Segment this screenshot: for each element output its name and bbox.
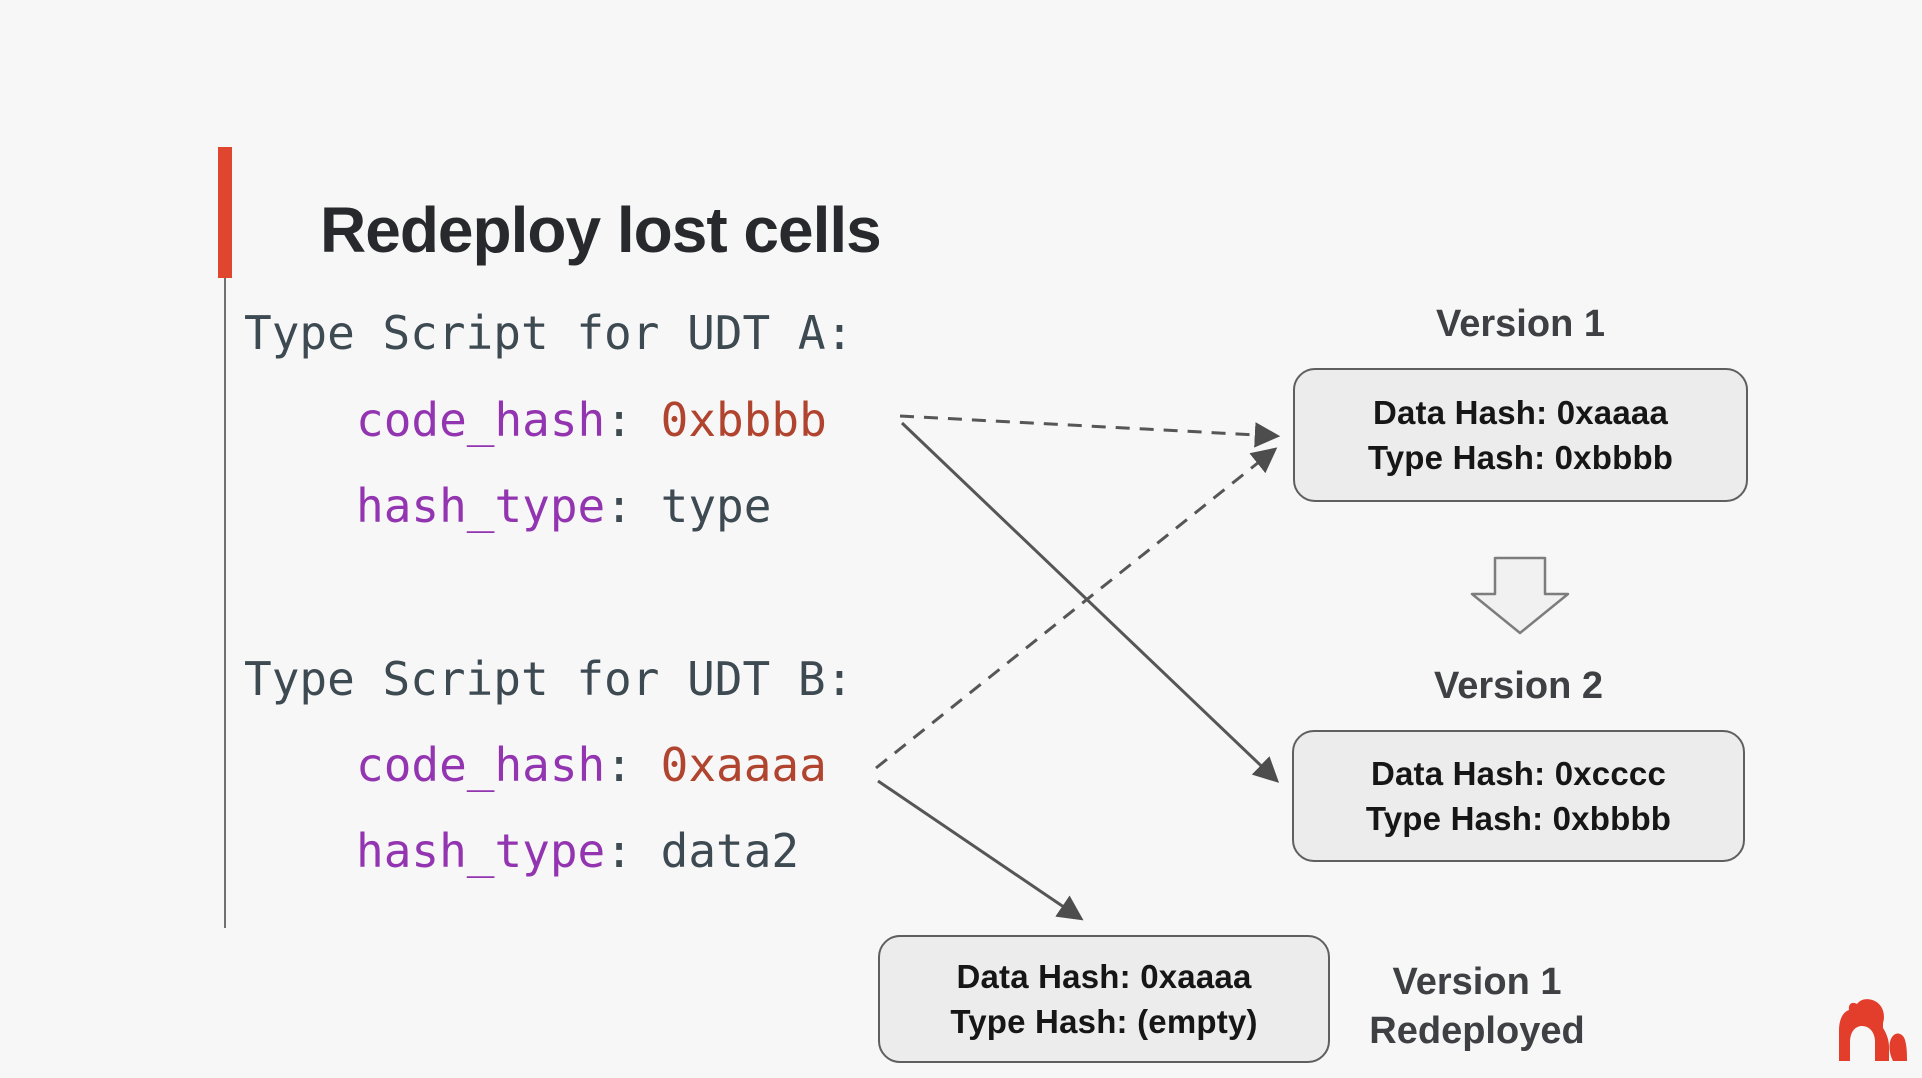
block-down-arrow-icon — [1470, 556, 1570, 635]
version2-hash-box: Data Hash: 0xcccc Type Hash: 0xbbbb — [1292, 730, 1745, 862]
version1-data-hash: Data Hash: 0xaaaa — [1372, 394, 1669, 431]
version1-label: Version 1 — [1436, 303, 1605, 345]
code-header-udt-b: Type Script for UDT B: — [244, 652, 854, 706]
code-key: code_hash — [356, 393, 606, 447]
version1-hash-box: Data Hash: 0xaaaa Type Hash: 0xbbbb — [1293, 368, 1748, 502]
title-accent-bar — [218, 147, 232, 278]
code-separator: : — [605, 393, 661, 447]
page-title: Redeploy lost cells — [320, 193, 882, 266]
code-separator: : — [605, 479, 661, 533]
version2-type-hash: Type Hash: 0xbbbb — [1365, 800, 1672, 837]
code-separator: : — [605, 738, 661, 792]
code-key: hash_type — [356, 479, 606, 533]
code-separator: : — [605, 824, 661, 878]
version1-type-hash: Type Hash: 0xbbbb — [1367, 439, 1674, 476]
code-key: hash_type — [356, 824, 606, 878]
version2-data-hash: Data Hash: 0xcccc — [1370, 755, 1667, 792]
code-header-udt-a: Type Script for UDT A: — [244, 306, 854, 360]
redeployed-hash-box: Data Hash: 0xaaaa Type Hash: (empty) — [878, 935, 1330, 1063]
code-key: code_hash — [356, 738, 606, 792]
dashed-arrow-udta-to-version1 — [899, 414, 1281, 448]
vertical-guide-line — [224, 278, 226, 928]
redeployed-label: Version 1 Redeployed — [1327, 958, 1627, 1056]
dashed-arrow-udtb-to-version1 — [875, 447, 1278, 770]
redeployed-label-line1: Version 1 — [1392, 961, 1562, 1003]
solid-arrow-udta-to-version2 — [900, 421, 1280, 783]
redeployed-data-hash: Data Hash: 0xaaaa — [956, 958, 1252, 995]
version2-label: Version 2 — [1434, 665, 1603, 707]
code-value: 0xbbbb — [660, 393, 827, 447]
code-line-b-hash-type: hash_type: data2 — [356, 824, 799, 878]
redeployed-label-line2: Redeployed — [1369, 1010, 1585, 1052]
code-line-a-code-hash: code_hash: 0xbbbb — [356, 393, 827, 447]
code-line-a-hash-type: hash_type: type — [356, 479, 771, 533]
redeployed-type-hash: Type Hash: (empty) — [950, 1003, 1258, 1040]
solid-arrow-udtb-to-redeployed — [877, 779, 1084, 921]
code-value: type — [660, 479, 772, 533]
code-line-b-code-hash: code_hash: 0xaaaa — [356, 738, 827, 792]
code-value: 0xaaaa — [660, 738, 827, 792]
code-value: data2 — [660, 824, 800, 878]
gorilla-logo-icon — [1839, 999, 1907, 1061]
